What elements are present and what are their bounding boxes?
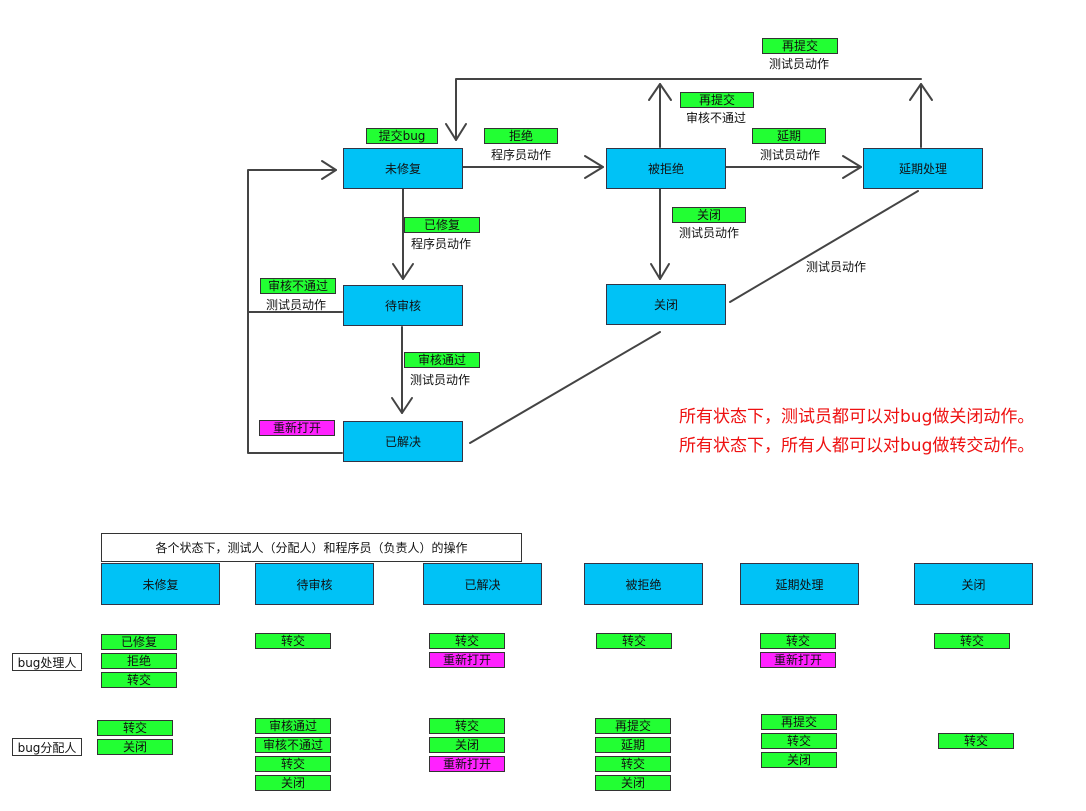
state-rejected: 被拒绝	[606, 148, 726, 189]
assigner-op: 重新打开	[429, 756, 505, 772]
assigner-op: 审核不通过	[255, 737, 331, 753]
state-unfixed: 未修复	[343, 148, 463, 189]
assigner-op: 转交	[761, 733, 837, 749]
state-resolved: 已解决	[343, 421, 463, 462]
state-deferred: 延期处理	[863, 148, 983, 189]
line-deferred-to-closed	[729, 190, 919, 303]
action-fixed: 已修复	[404, 217, 480, 233]
actor-tester-top: 测试员动作	[769, 57, 830, 71]
actor-developer-reject: 程序员动作	[491, 148, 552, 162]
action-defer: 延期	[752, 128, 826, 144]
action-resubmit-top: 再提交	[762, 38, 838, 54]
actor-tester-review-failed: 测试员动作	[266, 298, 327, 312]
column-header-closed: 关闭	[914, 563, 1033, 605]
note-review-failed: 审核不通过	[686, 111, 747, 125]
handler-op: 转交	[429, 633, 505, 649]
assigner-op: 转交	[429, 718, 505, 734]
note-everyone-transfer-all: 所有状态下，所有人都可以对bug做转交动作。	[679, 436, 1035, 456]
action-resubmit-mid: 再提交	[680, 92, 754, 108]
assigner-op: 关闭	[97, 739, 173, 755]
handler-op: 重新打开	[429, 652, 505, 668]
assigner-op: 关闭	[255, 775, 331, 791]
state-pending-review: 待审核	[343, 285, 463, 326]
handler-op: 已修复	[101, 634, 177, 650]
line-resolved-to-closed	[469, 331, 661, 444]
column-header-pending-review: 待审核	[255, 563, 374, 605]
action-close-rejected: 关闭	[672, 207, 746, 223]
action-reopen: 重新打开	[259, 420, 335, 436]
row-label-handler: bug处理人	[12, 653, 82, 671]
assigner-op: 再提交	[595, 718, 671, 734]
action-review-failed: 审核不通过	[260, 278, 336, 294]
column-header-deferred: 延期处理	[740, 563, 859, 605]
actor-tester-close: 测试员动作	[679, 226, 740, 240]
handler-op: 转交	[101, 672, 177, 688]
assigner-op: 关闭	[761, 752, 837, 768]
assigner-op: 关闭	[595, 775, 671, 791]
assigner-op: 再提交	[761, 714, 837, 730]
assigner-op: 转交	[255, 756, 331, 772]
column-header-resolved: 已解决	[423, 563, 542, 605]
handler-op: 转交	[760, 633, 836, 649]
actor-tester-review-passed: 测试员动作	[410, 373, 471, 387]
handler-op: 拒绝	[101, 653, 177, 669]
handler-op: 转交	[255, 633, 331, 649]
actor-developer-fixed: 程序员动作	[411, 237, 472, 251]
assigner-op: 延期	[595, 737, 671, 753]
action-reject: 拒绝	[484, 128, 558, 144]
action-review-passed: 审核通过	[404, 352, 480, 368]
assigner-op: 转交	[938, 733, 1014, 749]
column-header-rejected: 被拒绝	[584, 563, 703, 605]
handler-op: 转交	[596, 633, 672, 649]
assigner-op: 转交	[97, 720, 173, 736]
actor-tester-deferred-close: 测试员动作	[806, 260, 867, 274]
handler-op: 转交	[934, 633, 1010, 649]
resubmit-loop	[455, 78, 922, 141]
handler-op: 重新打开	[760, 652, 836, 668]
state-closed: 关闭	[606, 284, 726, 325]
row-label-assigner: bug分配人	[12, 738, 82, 756]
table-title: 各个状态下，测试人（分配人）和程序员（负责人）的操作	[101, 533, 522, 562]
actor-tester-defer: 测试员动作	[760, 148, 821, 162]
assigner-op: 审核通过	[255, 718, 331, 734]
action-submit-bug: 提交bug	[366, 128, 438, 144]
column-header-unfixed: 未修复	[101, 563, 220, 605]
assigner-op: 转交	[595, 756, 671, 772]
note-tester-close-all: 所有状态下，测试员都可以对bug做关闭动作。	[679, 407, 1035, 427]
assigner-op: 关闭	[429, 737, 505, 753]
